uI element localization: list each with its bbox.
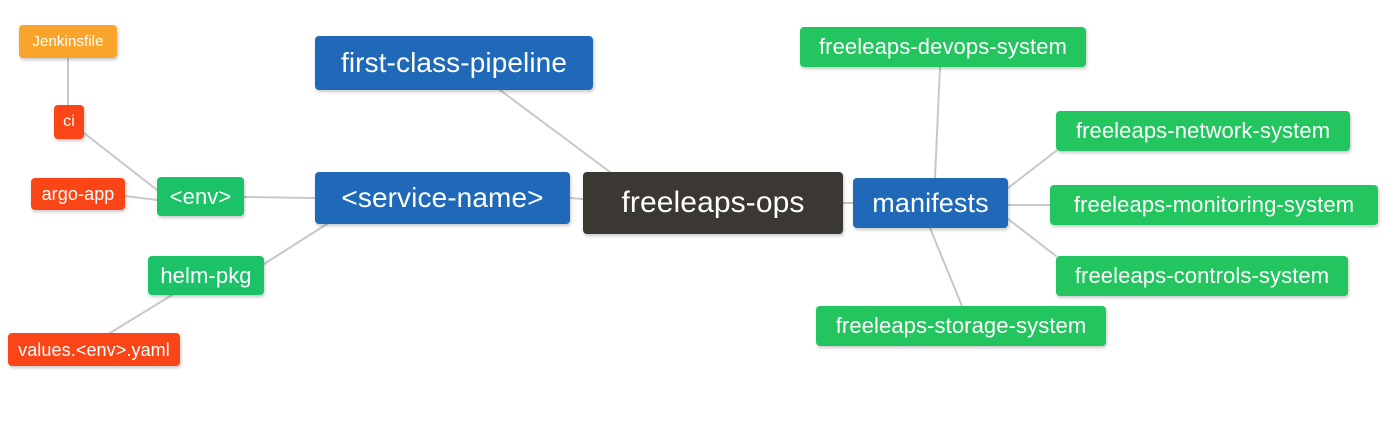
mindmap-node-freeleaps-devops-system[interactable]: freeleaps-devops-system xyxy=(800,27,1086,67)
edge-manifests-storage xyxy=(929,227,963,307)
mindmap-node-freeleaps-monitoring-system[interactable]: freeleaps-monitoring-system xyxy=(1050,185,1378,225)
mindmap-node-label: freeleaps-controls-system xyxy=(1074,263,1330,288)
mindmap-node-argo-app[interactable]: argo-app xyxy=(31,178,125,210)
mindmap-node-label: freeleaps-monitoring-system xyxy=(1073,192,1355,217)
mindmap-node-label: <env> xyxy=(169,183,232,209)
edge-service-helm xyxy=(263,223,328,265)
edge-service-env xyxy=(243,196,316,199)
mindmap-node-label: freeleaps-ops xyxy=(621,186,805,219)
mindmap-node-jenkinsfile[interactable]: Jenkinsfile xyxy=(19,25,117,58)
edge-env-argo xyxy=(124,195,158,201)
edge-manifests-devops xyxy=(934,66,941,179)
mindmap-node-label: manifests xyxy=(872,187,989,218)
mindmap-node-env[interactable]: <env> xyxy=(157,177,244,216)
mindmap-node-freeleaps-controls-system[interactable]: freeleaps-controls-system xyxy=(1056,256,1348,296)
mindmap-node-helm-pkg[interactable]: helm-pkg xyxy=(148,256,264,295)
edge-ops-pipeline xyxy=(499,89,611,173)
mindmap-node-ci[interactable]: ci xyxy=(54,105,84,139)
mindmap-node-label: first-class-pipeline xyxy=(340,47,568,78)
mindmap-node-freeleaps-storage-system[interactable]: freeleaps-storage-system xyxy=(816,306,1106,346)
mindmap-node-manifests[interactable]: manifests xyxy=(853,178,1008,228)
mindmap-node-label: values.<env>.yaml xyxy=(18,339,170,360)
mindmap-node-label: helm-pkg xyxy=(160,262,252,288)
mindmap-node-first-class-pipeline[interactable]: first-class-pipeline xyxy=(315,36,593,90)
mindmap-node-label: <service-name> xyxy=(341,182,544,213)
edge-manifests-network xyxy=(1007,150,1057,189)
mindmap-node-freeleaps-ops[interactable]: freeleaps-ops xyxy=(583,172,843,234)
mindmap-node-label: freeleaps-storage-system xyxy=(835,313,1087,338)
edge-manifests-controls xyxy=(1007,218,1057,257)
mindmap-node-values-yaml[interactable]: values.<env>.yaml xyxy=(8,333,180,366)
edge-helm-values xyxy=(109,294,173,334)
mindmap-node-label: freeleaps-network-system xyxy=(1075,118,1331,143)
mindmap-node-label: Jenkinsfile xyxy=(32,33,104,50)
mindmap-node-label: ci xyxy=(63,113,75,130)
mindmap-node-label: freeleaps-devops-system xyxy=(818,34,1068,59)
mindmap-node-freeleaps-network-system[interactable]: freeleaps-network-system xyxy=(1056,111,1350,151)
edge-ops-service xyxy=(569,197,584,200)
mindmap-node-label: argo-app xyxy=(41,184,115,204)
mindmap-node-service-name[interactable]: <service-name> xyxy=(315,172,570,224)
